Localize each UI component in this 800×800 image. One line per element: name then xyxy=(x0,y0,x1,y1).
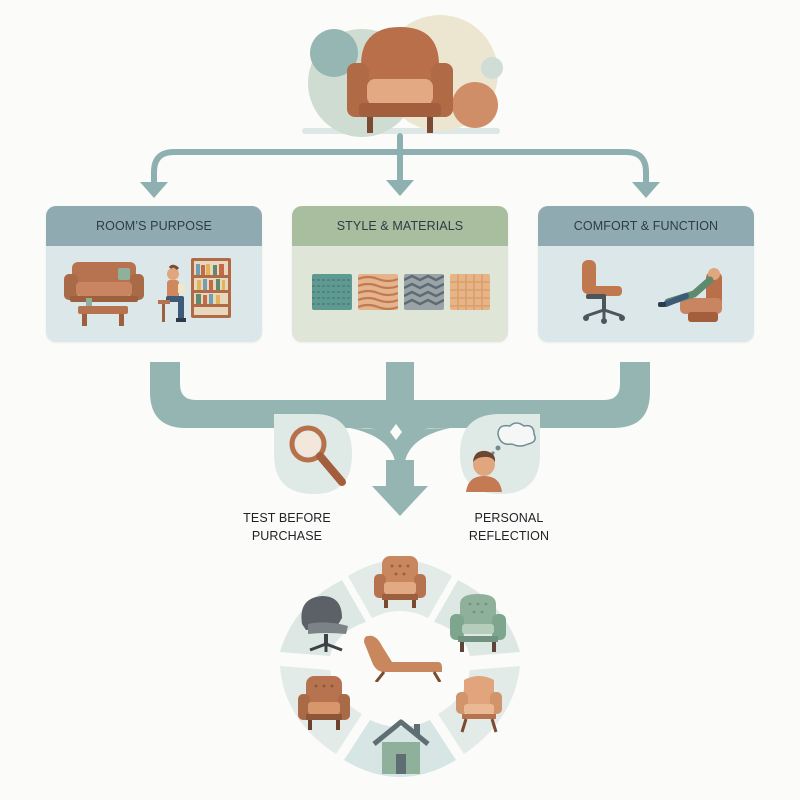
label-personal-reflection: PERSONAL REFLECTION xyxy=(446,509,572,545)
card-title: COMFORT & FUNCTION xyxy=(538,206,754,246)
card-title: STYLE & MATERIALS xyxy=(292,206,508,246)
swivel-chair-icon xyxy=(296,594,352,654)
brown-armchair-icon xyxy=(298,674,350,732)
teal-fabric-swatch xyxy=(312,274,352,310)
label-line: PURCHASE xyxy=(251,529,323,543)
test-before-purchase-badge xyxy=(272,412,356,496)
label-line: PERSONAL xyxy=(474,511,544,525)
house-icon xyxy=(370,718,432,776)
card-comfort-function: COMFORT & FUNCTION xyxy=(538,206,754,342)
card-title: ROOM’S PURPOSE xyxy=(46,206,262,246)
wingback-chair-icon xyxy=(450,594,506,654)
chaise-lounge-icon xyxy=(362,632,444,682)
coffee-table-icon xyxy=(78,296,128,326)
recliner-person-icon xyxy=(658,264,734,326)
label-line: REFLECTION xyxy=(468,529,550,543)
office-chair-icon xyxy=(578,258,628,324)
chevron-fabric-swatch xyxy=(404,274,444,310)
top-armchair-illustration xyxy=(290,15,520,140)
card-style-materials: STYLE & MATERIALS xyxy=(292,206,508,342)
label-test-before-purchase: TEST BEFORE PURCHASE xyxy=(222,509,352,545)
branch-arrows-top xyxy=(0,0,800,200)
tufted-armchair-icon xyxy=(374,554,426,608)
tan-fabric-swatch xyxy=(450,274,490,310)
woven-fabric-swatch xyxy=(358,274,398,310)
accent-chair-icon xyxy=(454,674,504,734)
merge-arrows xyxy=(150,362,650,516)
magnifier-icon xyxy=(286,420,348,490)
bookshelf-icon xyxy=(191,258,231,318)
thinking-person-icon xyxy=(464,420,540,492)
card-rooms-purpose: ROOM’S PURPOSE xyxy=(46,206,262,342)
outcome-wheel xyxy=(274,548,526,788)
armchair-icon xyxy=(345,21,455,133)
label-line: TEST BEFORE xyxy=(243,511,331,525)
reading-person-icon xyxy=(158,264,192,326)
personal-reflection-badge xyxy=(456,412,544,496)
